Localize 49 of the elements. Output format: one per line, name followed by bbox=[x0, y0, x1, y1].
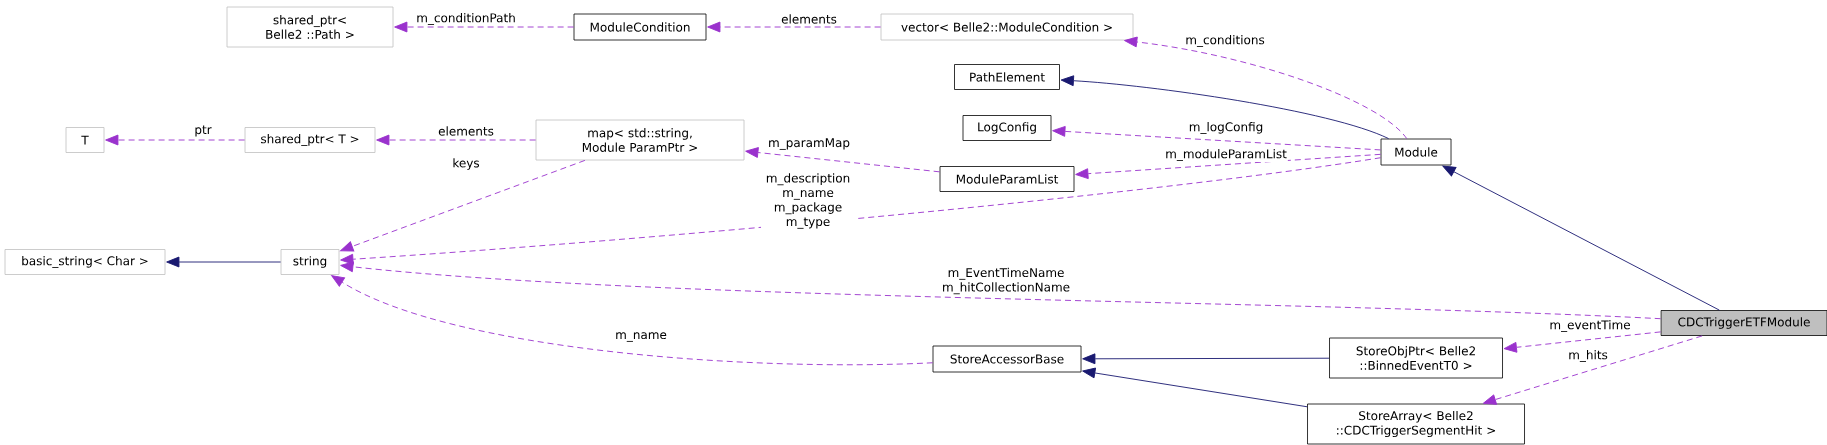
dashed-arrow bbox=[105, 134, 246, 146]
edge-label: m_moduleParamList bbox=[1164, 148, 1288, 162]
dashed-arrow bbox=[1075, 153, 1382, 180]
class-box: basic_string< Char > bbox=[4, 249, 166, 275]
dashed-arrow bbox=[376, 134, 537, 146]
arrow bbox=[1082, 367, 1308, 408]
class-box: LogConfig bbox=[962, 115, 1052, 141]
dashed-arrow bbox=[1124, 36, 1408, 140]
edge-label: m_EventTimeName m_hitCollectionName bbox=[934, 266, 1078, 296]
dashed-arrow bbox=[340, 261, 1662, 320]
dashed-arrow bbox=[745, 147, 941, 173]
edge-label: m_name bbox=[614, 331, 668, 343]
edge-label: m_conditionPath bbox=[415, 12, 517, 26]
class-box: shared_ptr< T > bbox=[244, 127, 376, 153]
dashed-arrow bbox=[1482, 335, 1703, 405]
class-box: Module bbox=[1380, 138, 1452, 166]
edge-label: elements bbox=[437, 125, 495, 137]
edge-label: m_paramMap bbox=[767, 137, 851, 151]
edge-label: m_eventTime bbox=[1548, 319, 1632, 333]
dashed-arrow bbox=[394, 21, 575, 33]
dashed-arrow bbox=[1052, 126, 1382, 151]
dashed-arrow bbox=[340, 159, 586, 252]
class-box: StoreAccessorBase bbox=[932, 345, 1082, 373]
edge-label: m_description m_name m_package m_type bbox=[761, 172, 855, 230]
arrow bbox=[1082, 353, 1330, 365]
class-box: StoreArray< Belle2 ::CDCTriggerSegmentHit > bbox=[1307, 403, 1525, 445]
class-box: PathElement bbox=[954, 64, 1060, 90]
dashed-arrow bbox=[331, 275, 934, 366]
arrow bbox=[1060, 75, 1390, 140]
edge-label: m_conditions bbox=[1184, 34, 1266, 48]
class-box: CDCTriggerETFModule bbox=[1660, 310, 1827, 336]
edge-label: m_logConfig bbox=[1187, 121, 1265, 135]
arrow bbox=[1442, 165, 1720, 311]
edge-label: m_hits bbox=[1567, 349, 1609, 363]
class-box: T bbox=[65, 127, 105, 153]
edge-label: keys bbox=[451, 157, 481, 171]
class-box: string bbox=[280, 249, 340, 275]
class-box: shared_ptr< Belle2 ::Path > bbox=[226, 6, 394, 48]
dashed-arrow bbox=[1503, 331, 1662, 353]
class-box: ModuleCondition bbox=[573, 13, 707, 41]
class-box: ModuleParamList bbox=[939, 166, 1075, 192]
dashed-arrow bbox=[340, 157, 1382, 265]
dashed-arrow bbox=[707, 21, 882, 33]
class-box: StoreObjPtr< Belle2 ::BinnedEventT0 > bbox=[1329, 337, 1503, 379]
class-box: vector< Belle2::ModuleCondition > bbox=[880, 13, 1134, 41]
edge-label: elements bbox=[780, 13, 838, 25]
edge-label: ptr bbox=[193, 124, 213, 138]
arrow bbox=[166, 256, 282, 268]
class-box: map< std::string, Module ParamPtr > bbox=[535, 119, 745, 161]
